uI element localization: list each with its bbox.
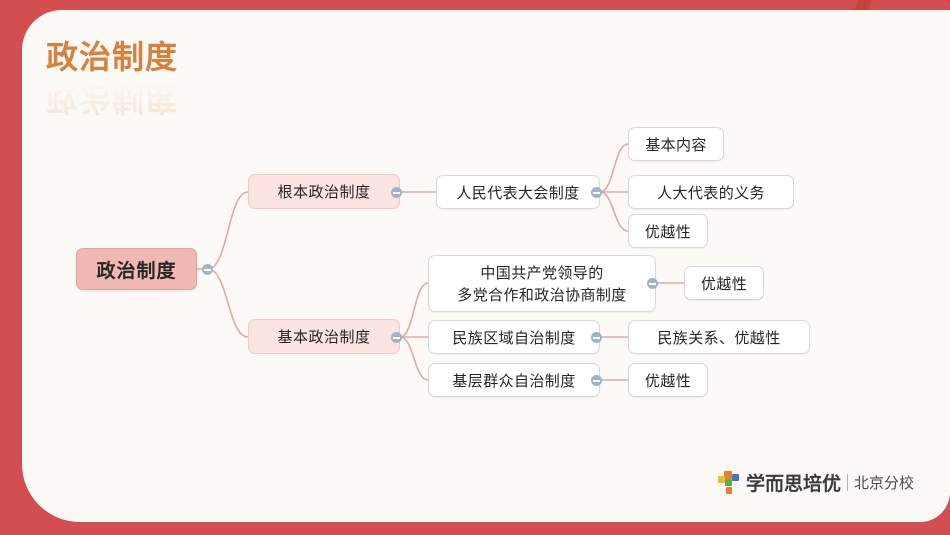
node-label: 民族关系、优越性 <box>657 328 781 347</box>
node-label-line-1: 中国共产党领导的 <box>480 263 604 282</box>
node-label: 基层群众自治制度 <box>452 371 576 390</box>
node-label: 根本政治制度 <box>277 183 371 201</box>
toggle-minzu-quyu-zizhi-zhidu[interactable] <box>591 332 602 343</box>
mindmap-root-node[interactable]: 政治制度 <box>76 248 197 290</box>
mindmap-node-jiben-neirong[interactable]: 基本内容 <box>628 127 724 161</box>
mindmap: 政治制度 根本政治制度 基本政治制度 人民代表大会制度 基本内容 人大代 <box>22 10 950 522</box>
toggle-duodang-hezuo-zhidu[interactable] <box>647 278 658 289</box>
mindmap-node-youyuexing-jiceng[interactable]: 优越性 <box>628 363 708 397</box>
mindmap-node-youyuexing-renda[interactable]: 优越性 <box>628 214 708 248</box>
mindmap-node-genben-zhengzhi-zhidu[interactable]: 根本政治制度 <box>248 174 400 209</box>
logo-divider <box>846 474 848 491</box>
brand-branch: 北京分校 <box>853 474 914 492</box>
node-label: 优越性 <box>644 222 692 241</box>
brand-name: 学而思培优 <box>745 473 841 495</box>
content-card: 政治制度 政治制度 <box>22 10 950 522</box>
mindmap-node-minzu-guanxi-youyuexing[interactable]: 民族关系、优越性 <box>628 320 810 354</box>
toggle-genben-zhengzhi-zhidu[interactable] <box>391 187 402 198</box>
node-label-line-2: 多党合作和政治协商制度 <box>457 285 627 304</box>
node-label: 优越性 <box>700 274 748 293</box>
node-label: 民族区域自治制度 <box>452 328 576 347</box>
page-title: 政治制度 <box>46 38 179 76</box>
node-label: 优越性 <box>644 371 692 390</box>
mindmap-node-duodang-hezuo-zhidu[interactable]: 中国共产党领导的 多党合作和政治协商制度 <box>428 255 656 312</box>
mindmap-node-jiceng-qunzhong-zizhi-zhidu[interactable]: 基层群众自治制度 <box>428 363 600 397</box>
toggle-jiben-zhengzhi-zhidu[interactable] <box>391 332 402 343</box>
node-label: 基本政治制度 <box>277 328 371 346</box>
mindmap-node-jiben-zhengzhi-zhidu[interactable]: 基本政治制度 <box>248 319 400 354</box>
mindmap-root-label: 政治制度 <box>96 259 177 282</box>
mindmap-node-renda-daibiao-de-yiwu[interactable]: 人大代表的义务 <box>628 175 794 209</box>
mindmap-node-minzu-quyu-zizhi-zhidu[interactable]: 民族区域自治制度 <box>428 320 600 354</box>
node-label: 人民代表大会制度 <box>456 183 580 202</box>
mindmap-node-youyuexing-duodang[interactable]: 优越性 <box>684 266 764 300</box>
toggle-root[interactable] <box>202 264 213 275</box>
brand-mark-icon <box>717 470 740 495</box>
node-label: 人大代表的义务 <box>657 183 765 202</box>
node-label: 基本内容 <box>645 135 707 154</box>
mindmap-node-renmin-daibiao-dahui-zhidu[interactable]: 人民代表大会制度 <box>436 175 600 209</box>
slide-title-block: 政治制度 政治制度 <box>46 36 466 126</box>
brand-logo: 学而思培优 北京分校 <box>717 469 914 496</box>
toggle-jiceng-qunzhong-zizhi-zhidu[interactable] <box>591 375 602 386</box>
toggle-renmin-daibiao-dahui-zhidu[interactable] <box>591 187 602 198</box>
